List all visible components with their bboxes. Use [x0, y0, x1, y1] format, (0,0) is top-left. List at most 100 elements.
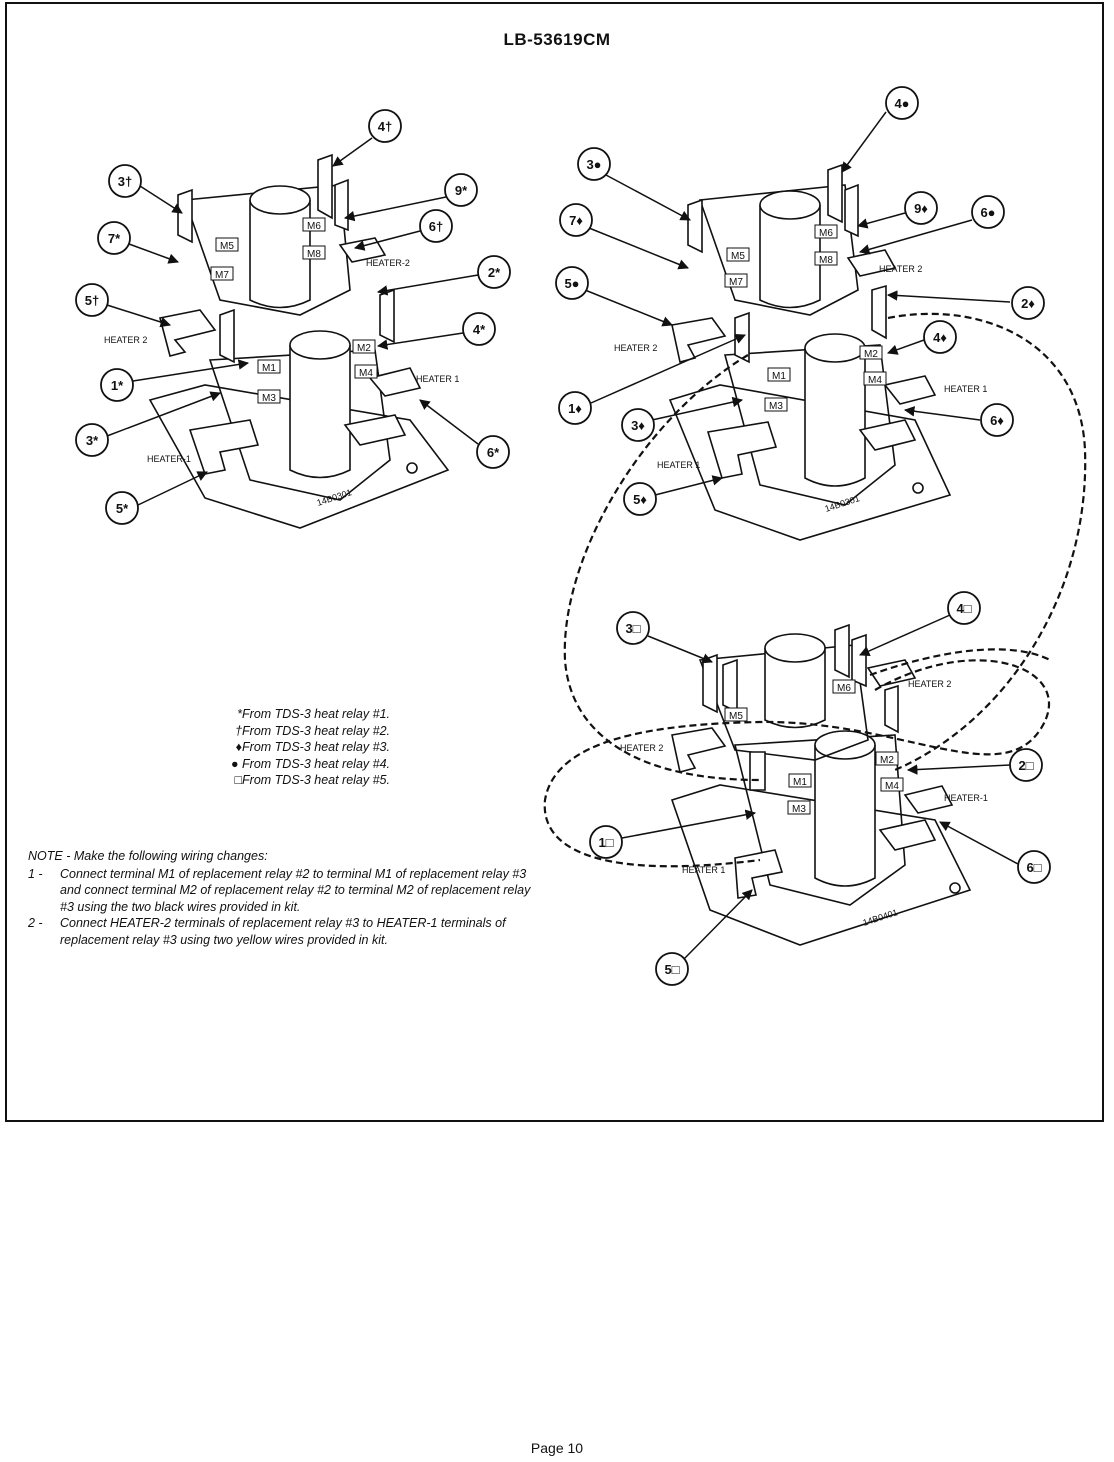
upper-coil — [249, 200, 311, 309]
svg-text:7♦: 7♦ — [569, 213, 583, 228]
terminal-label-m5: M5 — [731, 251, 745, 262]
callout-1-square: 1□ — [589, 825, 623, 859]
lower-coil — [804, 348, 866, 487]
wire-m1-to-m1 — [563, 354, 761, 782]
terminal-label-m6: M6 — [819, 228, 833, 239]
svg-text:9*: 9* — [455, 183, 468, 198]
relay-right — [668, 163, 952, 541]
callout-2-square: 2□ — [1009, 748, 1043, 782]
svg-text:6□: 6□ — [1026, 860, 1041, 875]
note-item-number: 2 - — [28, 916, 43, 930]
svg-text:6♦: 6♦ — [990, 413, 1004, 428]
wire-heater2-to-heater1-b — [869, 648, 1051, 677]
upper-coil-top — [759, 190, 821, 220]
heater-label: HEATER-1 — [147, 454, 191, 464]
callout-4-dagger: 4† — [368, 109, 402, 143]
wire-heater2-to-heater1-a — [543, 659, 1051, 868]
heater-label: HEATER 2 — [620, 743, 663, 753]
svg-text:5†: 5† — [85, 293, 99, 308]
legend-item: □From TDS-3 heat relay #5. — [234, 773, 390, 787]
callout-4-dot: 4● — [885, 86, 919, 120]
svg-text:6*: 6* — [487, 445, 500, 460]
mounting-hole — [406, 462, 418, 474]
terminal-label-m2: M2 — [357, 343, 371, 354]
svg-text:5*: 5* — [116, 501, 129, 516]
relay-wiring-diagram: M5 M6 M7 M8 M1 M2 M3 M4 HEATER-2 HEATER … — [75, 86, 1087, 986]
callout-2-diamond: 2♦ — [1011, 286, 1045, 320]
svg-text:9♦: 9♦ — [914, 201, 928, 216]
note-item: 1 - Connect terminal M1 of replacement r… — [28, 866, 538, 916]
callout-6-dot: 6● — [971, 195, 1005, 229]
svg-text:5●: 5● — [564, 276, 579, 291]
svg-text:5♦: 5♦ — [633, 492, 647, 507]
callout-4-asterisk: 4* — [462, 312, 496, 346]
heater-label: HEATER 1 — [416, 374, 459, 384]
note-heading: NOTE - Make the following wiring changes… — [28, 849, 268, 863]
callout-1-diamond: 1♦ — [558, 391, 592, 425]
page-number: Page 10 — [530, 1440, 584, 1456]
terminal-label-m2: M2 — [864, 349, 878, 360]
note-item-number: 1 - — [28, 866, 43, 881]
svg-text:1♦: 1♦ — [568, 401, 582, 416]
callout-7-asterisk: 7* — [97, 221, 131, 255]
upper-coil — [759, 205, 821, 309]
upper-coil — [764, 648, 826, 729]
callout-6-asterisk: 6* — [476, 435, 510, 469]
relay-bottom — [670, 623, 972, 946]
svg-text:4●: 4● — [894, 96, 909, 111]
svg-text:4□: 4□ — [956, 601, 971, 616]
heater-label: HEATER 1 — [682, 865, 725, 875]
legend-item: †From TDS-3 heat relay #2. — [235, 723, 390, 738]
svg-text:5□: 5□ — [664, 962, 679, 977]
note-item: 2 - Connect HEATER-2 terminals of replac… — [28, 915, 538, 948]
note-item-text: Connect terminal M1 of replacement relay… — [60, 866, 531, 914]
bottom-callouts — [621, 614, 1019, 961]
callout-9-asterisk: 9* — [444, 173, 478, 207]
page-frame — [5, 2, 1104, 1122]
terminal-label-m1: M1 — [772, 371, 786, 382]
callout-6-square: 6□ — [1017, 850, 1051, 884]
callout-6-diamond: 6♦ — [980, 403, 1014, 437]
callout-5-diamond: 5♦ — [623, 482, 657, 516]
lower-coil — [289, 345, 351, 479]
document-id: LB-53619CM — [503, 30, 611, 49]
lower-coil-top — [804, 333, 866, 363]
svg-text:3♦: 3♦ — [631, 418, 645, 433]
callout-4-diamond: 4♦ — [923, 320, 957, 354]
callout-5-dot: 5● — [555, 266, 589, 300]
terminal-label-m5: M5 — [220, 241, 234, 252]
svg-text:6†: 6† — [429, 219, 443, 234]
callout-1-asterisk: 1* — [100, 368, 134, 402]
legend-item: ♦From TDS-3 heat relay #3. — [235, 740, 390, 754]
terminal-label-m7: M7 — [729, 277, 743, 288]
callout-3-asterisk: 3* — [75, 423, 109, 457]
terminal-label-m8: M8 — [819, 255, 833, 266]
wire-m2-to-m2 — [887, 312, 1087, 772]
heater-label: HEATER 2 — [908, 679, 951, 689]
lower-coil-top — [289, 330, 351, 360]
svg-text:3□: 3□ — [625, 621, 640, 636]
mounting-hole — [949, 882, 961, 894]
jumper-wires — [543, 312, 1087, 868]
svg-text:6●: 6● — [980, 205, 995, 220]
terminal-label-m1: M1 — [262, 363, 276, 374]
upper-coil-top — [249, 185, 311, 215]
svg-text:3*: 3* — [86, 433, 99, 448]
terminal-label-m3: M3 — [792, 804, 806, 815]
svg-text:1*: 1* — [111, 378, 124, 393]
callout-3-square: 3□ — [616, 611, 650, 645]
heater-label: HEATER 2 — [104, 335, 147, 345]
source-legend: *From TDS-3 heat relay #1. †From TDS-3 h… — [150, 706, 390, 789]
terminal-label-m1: M1 — [793, 777, 807, 788]
callout-3-dot: 3● — [577, 147, 611, 181]
right-callouts — [584, 111, 1011, 496]
note-item-text: Connect HEATER-2 terminals of replacemen… — [60, 916, 506, 947]
callout-5-dagger: 5† — [75, 283, 109, 317]
terminal-label-m4: M4 — [885, 781, 899, 792]
relay-left — [148, 153, 450, 529]
heater-label: HEATER-2 — [366, 258, 410, 268]
terminal-label-m4: M4 — [359, 368, 373, 379]
wiring-note: NOTE - Make the following wiring changes… — [28, 848, 538, 948]
callout-4-square: 4□ — [947, 591, 981, 625]
heater-label: HEATER-1 — [944, 793, 988, 803]
